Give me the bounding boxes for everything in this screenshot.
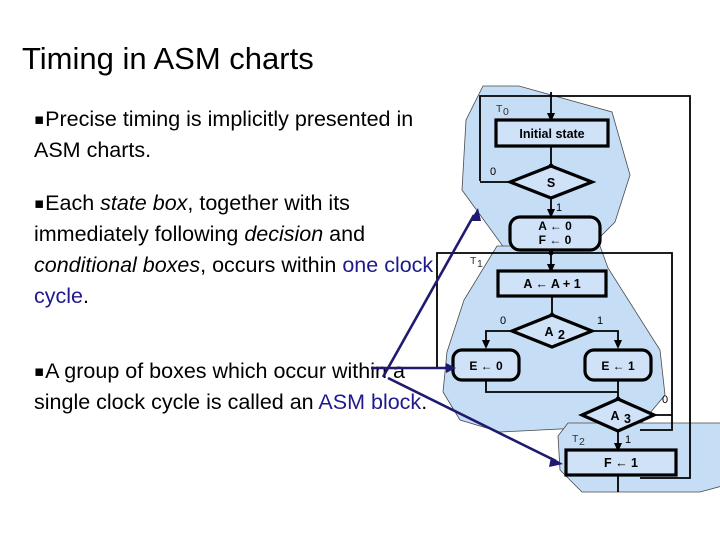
bullet-text-3: A group of boxes which occur within a si… [34,359,427,414]
block-label-t1: T [470,255,477,267]
junction-dot-t1-entry [548,250,554,256]
decision-box-a3-sub: 3 [624,412,631,426]
wire-e-clear-merge [485,380,618,393]
bullet-segment: decision [244,222,324,246]
bullet-segment: . [82,284,89,308]
callout-arrow-to-t0-head [470,208,481,221]
block-label-t2-sub: 2 [579,436,585,448]
bullet-marker-icon: ▪ [34,362,45,380]
callout-arrow-to-t0 [381,214,476,378]
arrowhead-a2-0 [482,340,490,349]
state-box-f-set-label: F ← 1 [604,456,638,470]
bullet-marker-icon: ▪ [34,110,45,128]
bullet-segment: , occurs within [200,253,343,277]
decision-box-a2-sub: 2 [558,328,565,342]
bullet-text-2: Each state box, together with its immedi… [34,191,433,308]
arrowhead-entry-initial [547,113,555,122]
callout-arrow-to-t1-head [446,363,456,373]
branch-label-s-1: 1 [556,202,562,214]
arrowhead-a3-1 [614,443,622,452]
arrowhead-ainc [547,264,555,273]
branch-label-a3-1: 1 [625,434,631,446]
branch-label-a2-0: 0 [500,315,506,327]
branch-label-a2-1: 1 [597,315,603,327]
block-label-t1-sub: 1 [477,258,483,270]
decision-box-a3-label: A [610,409,619,423]
conditional-box-af-clear[interactable] [508,215,602,252]
wire-a2-branch-1 [592,330,619,344]
state-box-a-increment-label: A ← A + 1 [523,277,580,291]
decision-box-a2[interactable] [507,313,597,349]
bullet-segment: . [421,390,428,414]
block-label-t2: T [572,433,579,445]
conditional-box-af-clear-line2: F ← 0 [539,233,572,247]
branch-label-s-0: 0 [490,166,496,178]
block-label-t0: T [496,103,503,115]
bullet-segment: Precise timing is implicitly presented i… [34,107,414,162]
feedback-loop-outer [479,95,691,479]
callout-arrow-to-t2 [387,376,557,463]
callout-arrow-to-t2-head [549,457,563,467]
block-label-t0-sub: 0 [503,106,509,118]
arrowhead-s-branch-1 [547,209,555,218]
conditional-box-e-set-label: E ← 1 [601,359,635,373]
bullet-segment: one clock cycle [34,253,434,308]
bullet-item-3: ▪A group of boxes which occur within a s… [34,356,434,418]
state-box-initial-state-label: Initial state [519,127,584,141]
state-box-f-set[interactable] [564,448,678,477]
conditional-box-af-clear-line1: A ← 0 [538,219,572,233]
bullet-segment: ASM block [318,390,422,414]
bullet-segment: and [323,222,366,246]
bullet-segment: A group of boxes which occur within a si… [34,359,405,414]
bullet-segment: state box [100,191,188,215]
page-title: Timing in ASM charts [22,41,314,76]
state-box-initial-state[interactable] [494,118,610,148]
bullet-segment: Each [45,191,101,215]
bullet-item-2: ▪Each state box, together with its immed… [34,188,434,312]
feedback-loop-inner [436,252,673,431]
bullet-segment: conditional boxes [34,253,201,277]
arrowhead-a2-1 [614,340,622,349]
decision-box-a2-label: A [544,325,553,339]
conditional-box-e-clear-label: E ← 0 [469,359,503,373]
bullet-text-1: Precise timing is implicitly presented i… [34,107,413,162]
decision-box-s-label: S [547,176,555,190]
wire-a2-branch-0 [485,330,512,344]
branch-label-a3-0: 0 [662,394,668,406]
bullet-item-1: ▪Precise timing is implicitly presented … [34,104,434,166]
bullet-segment: , together with its immediately followin… [34,191,350,246]
bullet-marker-icon: ▪ [34,194,45,212]
